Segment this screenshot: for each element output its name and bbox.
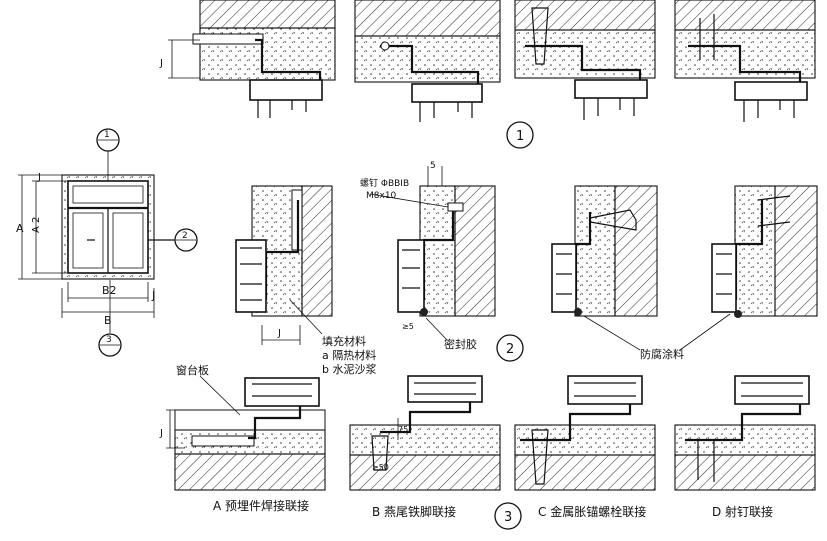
dim-label-J-right: J: [151, 289, 155, 302]
section-number-2-label: 2: [506, 342, 514, 357]
row1-details: [168, 0, 816, 149]
caption-C: C 金属胀锚螺栓联接: [538, 504, 646, 519]
dim-label-B2: B2: [102, 284, 117, 297]
dim-label-A2: A 2: [31, 217, 42, 233]
caption-B: B 燕尾铁脚联接: [372, 504, 456, 519]
row3-dim-50: ≥50: [372, 463, 389, 472]
caption-D: D 射钉联接: [712, 504, 773, 519]
row1-dim-J: J: [159, 58, 163, 69]
row2-dim-35: ≥5: [402, 322, 414, 331]
row3-dim-J: J: [159, 428, 163, 439]
section-number-2: [496, 334, 524, 362]
caption-A: A 预埋件焊接联接: [213, 498, 309, 513]
row2-dim-J: J: [277, 328, 281, 339]
dim-label-A: A: [16, 222, 24, 235]
label-fill-b: b 水泥沙浆: [322, 362, 376, 376]
window-elevation: [18, 128, 198, 357]
label-screw-2: M8x10: [366, 191, 397, 201]
label-antirust: 防腐涂料: [640, 347, 684, 361]
row2-dim-5: 5: [430, 161, 436, 171]
marker-label-3: 3: [106, 335, 112, 345]
dim-label-B: B: [104, 314, 112, 327]
row3-dim-75: 75: [398, 425, 408, 434]
section-number-1: [506, 121, 534, 149]
label-window-board: 窗台板: [176, 363, 209, 377]
marker-label-1: 1: [104, 130, 110, 140]
marker-label-2: 2: [182, 231, 188, 241]
label-screw-1: 螺钉 ΦBBIB: [360, 178, 409, 189]
label-fill-material: 填充材料: [322, 334, 366, 348]
dim-label-J-top: J: [37, 172, 41, 183]
label-sealant: 密封胶: [444, 337, 477, 351]
section-number-3-label: 3: [504, 510, 512, 525]
row2-details: [235, 166, 818, 362]
label-fill-a: a 隔热材料: [322, 348, 376, 362]
row3-details: [166, 375, 816, 530]
section-number-3: [494, 502, 522, 530]
section-number-1-label: 1: [516, 129, 524, 144]
